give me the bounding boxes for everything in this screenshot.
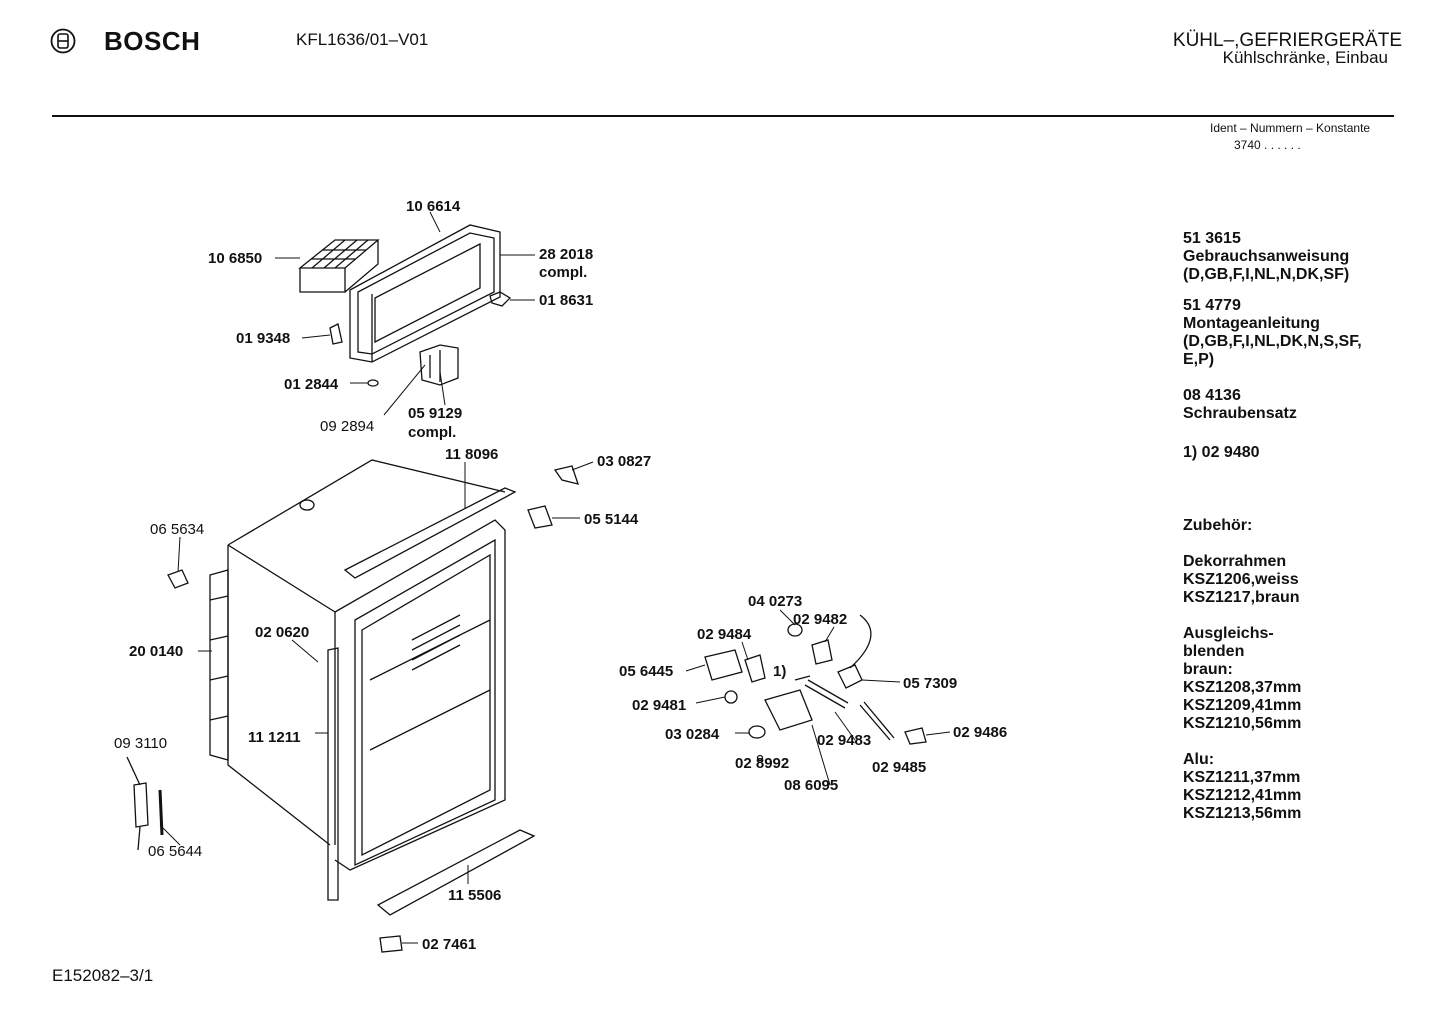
hinge-part-icon: [329, 323, 343, 345]
part-label: 05 5144: [584, 511, 639, 528]
header-divider: [52, 115, 1394, 117]
info-line: braun:: [1183, 661, 1233, 678]
ice-tray-icon: [298, 239, 380, 293]
product-category: KÜHL–,GEFRIERGERÄTE: [1172, 30, 1402, 51]
top-rail-icon: [343, 487, 517, 579]
clip-icon: [553, 465, 579, 485]
part-label: 02 9485: [872, 759, 926, 776]
bottom-rail-icon: [376, 829, 536, 916]
info-block-installation: 51 4779 Montageanleitung (D,GB,F,I,NL,DK…: [1183, 297, 1362, 369]
part-label: 02 8992: [735, 755, 789, 772]
part-label: compl.: [539, 264, 587, 281]
info-line: (D,GB,F,I,NL,DK,N,S,SF,: [1183, 333, 1362, 350]
part-label: 02 0620: [255, 624, 309, 641]
part-label: 20 0140: [129, 643, 183, 660]
temperature-sensor-icon: [126, 756, 164, 851]
info-block-footnote: 1) 02 9480: [1183, 444, 1260, 462]
part-label: 08 6095: [784, 777, 838, 794]
info-line: E,P): [1183, 351, 1215, 368]
part-label: 03 0284: [665, 726, 720, 743]
part-label: 02 7461: [422, 936, 476, 953]
part-label: 05 9129: [408, 405, 462, 422]
info-line: blenden: [1183, 643, 1245, 660]
part-label: 02 9486: [953, 724, 1007, 741]
part-labels: 10 6614 10 6850 28 2018 compl. 01 8631 0…: [114, 198, 1007, 953]
part-label: 11 1211: [248, 729, 301, 746]
info-line: Alu:: [1183, 751, 1215, 768]
info-line: 51 3615: [1183, 230, 1241, 247]
part-label: 1): [773, 663, 786, 680]
info-line: KSZ1206,weiss: [1183, 571, 1299, 588]
part-label: 02 9483: [817, 732, 871, 749]
part-label: 28 2018: [539, 246, 593, 263]
info-line: KSZ1213,56mm: [1183, 805, 1302, 822]
accessories-title: Zubehör:: [1183, 517, 1253, 534]
freezer-door-icon: [349, 224, 501, 363]
part-label: 11 5506: [448, 887, 501, 904]
part-label: 06 5634: [150, 521, 204, 538]
info-line: KSZ1208,37mm: [1183, 679, 1302, 696]
info-block-screws: 08 4136 Schraubensatz: [1183, 387, 1297, 423]
part-label: 03 0827: [597, 453, 651, 470]
info-line: Schraubensatz: [1183, 405, 1297, 422]
clip-icon: [379, 935, 403, 953]
info-line: (D,GB,F,I,NL,N,DK,SF): [1183, 266, 1350, 283]
condenser-coil-icon: [209, 569, 229, 761]
part-label: compl.: [408, 424, 456, 441]
info-block-panels-brown: Ausgleichs- blenden braun: KSZ1208,37mm …: [1183, 625, 1301, 733]
part-label: 01 9348: [236, 330, 290, 347]
brand-name: BOSCH: [104, 26, 201, 56]
model-number: KFL1636/01–V01: [296, 30, 429, 49]
info-block-panels-alu: Alu: KSZ1211,37mm KSZ1212,41mm KSZ1213,5…: [1183, 751, 1301, 823]
info-line: KSZ1210,56mm: [1183, 715, 1302, 732]
side-trim-icon: [327, 647, 339, 901]
info-block-frames: Dekorrahmen KSZ1206,weiss KSZ1217,braun: [1183, 553, 1299, 607]
part-label: 06 5644: [148, 843, 202, 860]
info-line: KSZ1209,41mm: [1183, 697, 1302, 714]
info-line: Montageanleitung: [1183, 315, 1320, 332]
leader-lines: [159, 211, 951, 944]
part-label: 02 9482: [793, 611, 847, 628]
part-label: 02 9481: [632, 697, 686, 714]
diagram-drawing: [126, 224, 927, 953]
screw-icon: [367, 379, 379, 387]
part-label: 10 6850: [208, 250, 262, 267]
part-label: 05 6445: [619, 663, 673, 680]
thermostat-assembly-icon: [704, 614, 927, 762]
info-line: Dekorrahmen: [1183, 553, 1287, 570]
info-block-manual: 51 3615 Gebrauchsanweisung (D,GB,F,I,NL,…: [1183, 230, 1349, 284]
ident-label: Ident – Nummern – Konstante: [1210, 121, 1371, 135]
part-label: 01 8631: [539, 292, 593, 309]
part-label: 11 8096: [445, 446, 498, 463]
document-code: E152082–3/1: [52, 966, 154, 985]
bosch-logo-icon: [50, 28, 76, 54]
part-label: 05 7309: [903, 675, 957, 692]
info-line: 1) 02 9480: [1183, 444, 1260, 461]
hinge-part-icon: [489, 291, 512, 307]
cabinet-body-icon: [227, 459, 506, 871]
part-label: 02 9484: [697, 626, 752, 643]
info-line: 08 4136: [1183, 387, 1241, 404]
info-line: KSZ1212,41mm: [1183, 787, 1302, 804]
ident-value: 3740 . . . . . .: [1234, 138, 1301, 152]
part-label: 09 3110: [114, 735, 167, 752]
info-line: Gebrauchsanweisung: [1183, 248, 1350, 265]
part-label: 01 2844: [284, 376, 339, 393]
clip-icon: [527, 505, 553, 529]
info-line: Ausgleichs-: [1183, 625, 1274, 642]
info-line: KSZ1211,37mm: [1183, 769, 1301, 786]
hinge-bracket-icon: [419, 344, 459, 386]
info-line: 51 4779: [1183, 297, 1241, 314]
part-label: 10 6614: [406, 198, 461, 215]
info-line: KSZ1217,braun: [1183, 589, 1300, 606]
product-subcategory: Kühlschränke, Einbau: [1222, 48, 1388, 67]
part-label: 04 0273: [748, 593, 802, 610]
part-label: 09 2894: [320, 418, 374, 435]
clip-icon: [167, 569, 189, 589]
